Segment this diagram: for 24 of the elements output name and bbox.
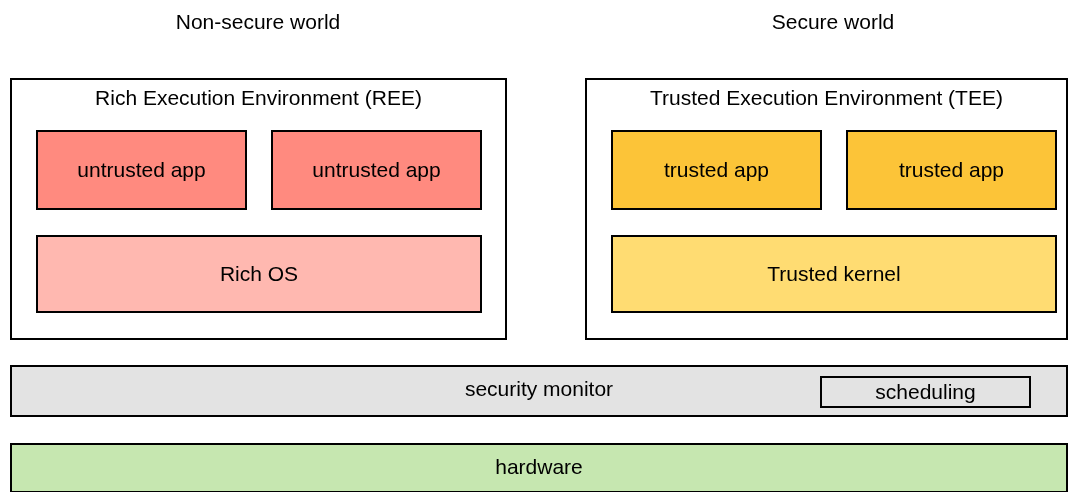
app-box bbox=[611, 130, 822, 210]
box-label: security monitor bbox=[464, 377, 614, 401]
monitor-bar bbox=[10, 365, 1068, 417]
scheduling-box bbox=[820, 376, 1031, 408]
box-label: trusted app bbox=[663, 158, 770, 182]
box-label: untrusted app bbox=[312, 158, 441, 182]
hardware-bar bbox=[10, 443, 1068, 492]
app-box bbox=[36, 130, 247, 210]
environment-box bbox=[10, 78, 507, 340]
environment-heading: Rich Execution Environment (REE) bbox=[95, 86, 422, 110]
box-label: scheduling bbox=[875, 380, 976, 404]
world-heading: Secure world bbox=[771, 10, 895, 34]
app-box bbox=[846, 130, 1057, 210]
environment-heading: Trusted Execution Environment (TEE) bbox=[650, 86, 1003, 110]
box-label: Trusted kernel bbox=[767, 262, 901, 286]
app-box bbox=[271, 130, 482, 210]
box-label: Rich OS bbox=[219, 262, 299, 286]
box-label: trusted app bbox=[898, 158, 1005, 182]
kernel-box bbox=[611, 235, 1057, 313]
world-heading: Non-secure world bbox=[175, 10, 341, 34]
box-label: untrusted app bbox=[77, 158, 206, 182]
os-box bbox=[36, 235, 482, 313]
box-label: hardware bbox=[495, 455, 583, 479]
environment-box bbox=[585, 78, 1068, 340]
